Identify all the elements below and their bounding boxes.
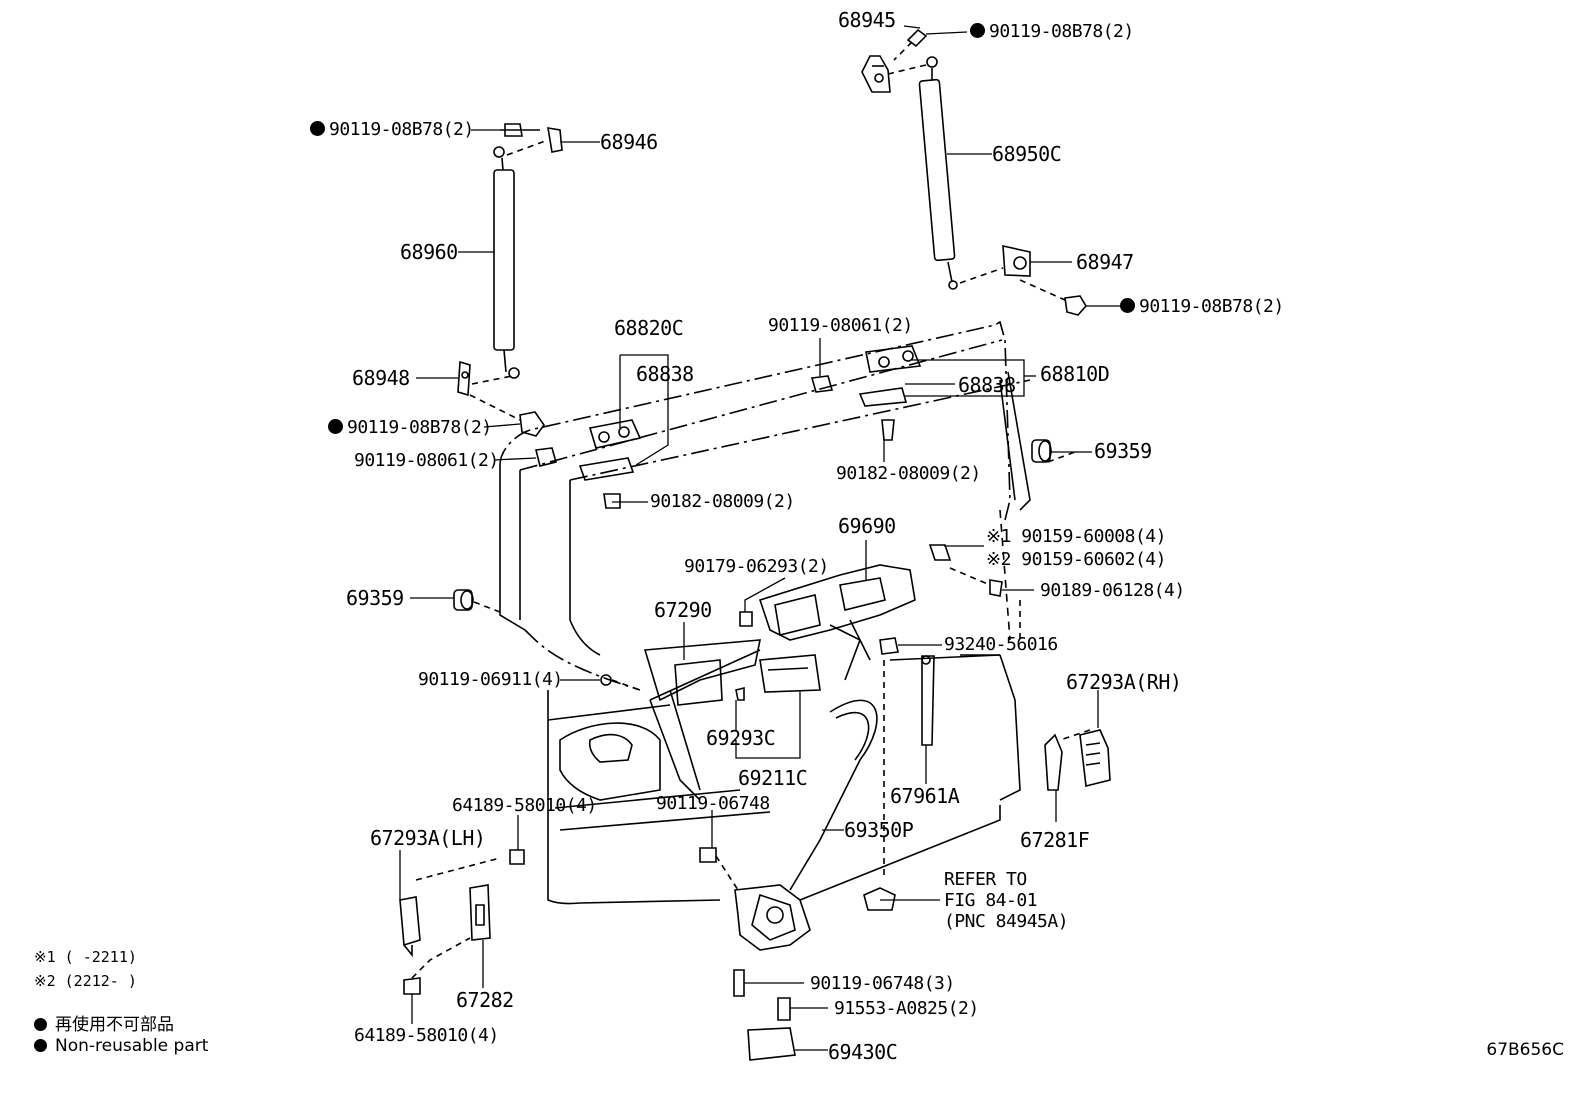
upper-brackets [457, 28, 1087, 437]
damper-stay-lh [493, 139, 549, 379]
part-68950C-label[interactable]: 68950C [992, 142, 1062, 166]
screw-90159-60008-label[interactable]: ※1 90159-60008(4) [986, 526, 1166, 547]
part-68810D-label[interactable]: 68810D [1040, 362, 1110, 386]
bolt-90119-08B78-label-c[interactable]: 90119-08B78(2) [1120, 295, 1284, 319]
legend-non-reusable-jp: 再使用不可部品 [34, 1010, 174, 1035]
part-67282-label[interactable]: 67282 [456, 988, 514, 1012]
back-door-hinges [535, 345, 922, 509]
bolt-90119-08061-label-b[interactable]: 90119-08061(2) [354, 450, 499, 471]
side-trim-parts [399, 729, 1111, 995]
bolt-90119-08B78-label-b[interactable]: 90119-08B78(2) [310, 118, 474, 142]
screw-90179-06293-label[interactable]: 90179-06293(2) [684, 556, 829, 577]
clip-64189-58010-label-a[interactable]: 64189-58010(4) [452, 795, 597, 816]
part-67293A-LH-label[interactable]: 67293A(LH) [370, 826, 486, 850]
part-68838-label-a[interactable]: 68838 [636, 362, 694, 386]
non-reusable-dot-icon [34, 1018, 47, 1031]
damper-stay-rh [918, 56, 958, 290]
leader-lines [399, 25, 1120, 1051]
legend-non-reusable-jp-text: 再使用不可部品 [55, 1015, 174, 1035]
legend-mark-1: ※1 ( -2211) [34, 948, 137, 966]
bolt-90189-06128-label[interactable]: 90189-06128(4) [1040, 580, 1185, 601]
clip-64189-58010-label-b[interactable]: 64189-58010(4) [354, 1025, 499, 1046]
part-67281F-label[interactable]: 67281F [1020, 828, 1090, 852]
bolt-90119-08B78-label-d[interactable]: 90119-08B78(2) [328, 416, 492, 440]
part-69690-label[interactable]: 69690 [838, 514, 896, 538]
refer-to-line-1: REFER TO [944, 869, 1027, 890]
bolt-90119-08061-label-a[interactable]: 90119-08061(2) [768, 315, 913, 336]
part-69359-label-a[interactable]: 69359 [1094, 439, 1152, 463]
part-67293A-RH-label[interactable]: 67293A(RH) [1066, 670, 1182, 694]
bolt-90119-06748-label-a[interactable]: 90119-06748 [656, 793, 770, 814]
legend-non-reusable-en-text: Non-reusable part [55, 1036, 209, 1056]
bolt-90182-08009-label-b[interactable]: 90182-08009(2) [650, 491, 795, 512]
part-67961A-label[interactable]: 67961A [890, 784, 960, 808]
part-69211C-label[interactable]: 69211C [738, 766, 808, 790]
part-68945-label[interactable]: 68945 [838, 8, 896, 32]
non-reusable-dot-icon [34, 1039, 47, 1052]
part-68948-label[interactable]: 68948 [352, 366, 410, 390]
refer-to-line-2[interactable]: FIG 84-01 [944, 890, 1038, 911]
screw-90159-60602-label[interactable]: ※2 90159-60602(4) [986, 549, 1166, 570]
part-68946-label[interactable]: 68946 [600, 130, 658, 154]
handle-and-lock-assembly [600, 544, 1021, 880]
refer-to-line-3[interactable]: (PNC 84945A) [944, 911, 1069, 932]
back-door-panel [499, 320, 1031, 905]
latch-and-cable [699, 699, 896, 1061]
part-68960-label[interactable]: 68960 [400, 240, 458, 264]
part-68947-label[interactable]: 68947 [1076, 250, 1134, 274]
part-67290-label[interactable]: 67290 [654, 598, 712, 622]
part-68838-label-b[interactable]: 68838 [958, 373, 1016, 397]
clip-93240-56016-label[interactable]: 93240-56016 [944, 634, 1058, 655]
part-69359-label-b[interactable]: 69359 [346, 586, 404, 610]
part-69293C-label[interactable]: 69293C [706, 726, 776, 750]
part-68820C-label[interactable]: 68820C [614, 316, 684, 340]
bolt-91553-A0825-label[interactable]: 91553-A0825(2) [834, 998, 979, 1019]
part-69350P-label[interactable]: 69350P [844, 818, 914, 842]
bolt-90182-08009-label-a[interactable]: 90182-08009(2) [836, 463, 981, 484]
bolt-90119-08B78-label-a[interactable]: 90119-08B78(2) [970, 20, 1134, 44]
bolt-90119-06748-label-b[interactable]: 90119-06748(3) [810, 973, 955, 994]
nut-90119-06911-label[interactable]: 90119-06911(4) [418, 669, 563, 690]
figure-code: 67B656C [1486, 1040, 1564, 1060]
bumpers [453, 439, 1076, 613]
legend-non-reusable-en: Non-reusable part [34, 1036, 208, 1056]
legend-mark-2: ※2 (2212- ) [34, 972, 137, 990]
part-69430C-label[interactable]: 69430C [828, 1040, 898, 1064]
